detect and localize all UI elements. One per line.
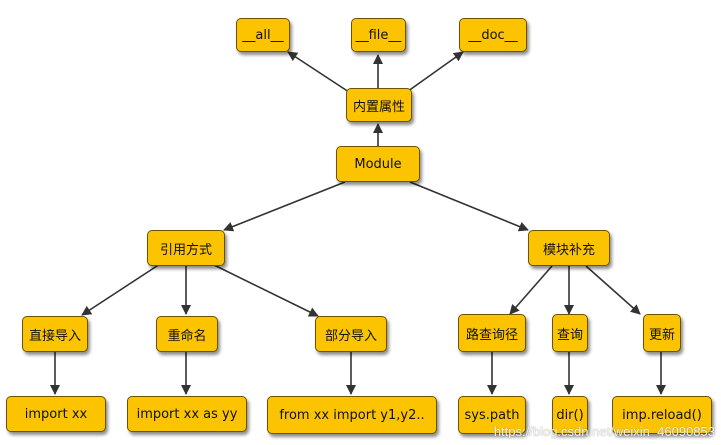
node-import-as: import xx as yy (127, 396, 247, 432)
node-module-supplement: 模块补充 (528, 230, 610, 266)
node-module: Module (336, 146, 420, 182)
edge-module-to-import-methods (223, 181, 346, 232)
edge-import-methods-to-direct (81, 263, 161, 316)
node-query: 查询 (552, 314, 588, 352)
edge-supplement-to-update (585, 265, 641, 315)
edge-module-to-supplement (409, 181, 529, 232)
edge-builtin-to-doc (403, 51, 464, 95)
node-sys-path: sys.path (458, 396, 526, 434)
node-doc: __doc__ (459, 18, 527, 52)
watermark: https://blog.csdn.net/weixin_46090853 (493, 424, 715, 439)
node-update: 更新 (643, 314, 681, 352)
node-file: __file__ (351, 18, 406, 52)
node-imp-reload: imp.reload() (612, 396, 712, 434)
node-builtin-attrs: 内置属性 (346, 88, 412, 122)
node-dir: dir() (552, 396, 588, 434)
edge-import-methods-to-partial (211, 263, 319, 317)
node-path-lookup: 路查询径 (458, 314, 526, 352)
node-from-import: from xx import y1,y2.. (267, 396, 437, 434)
node-direct-import: 直接导入 (22, 316, 88, 352)
node-import-xx: import xx (6, 396, 106, 432)
node-import-methods: 引用方式 (147, 230, 225, 266)
node-partial-import: 部分导入 (315, 316, 387, 352)
edge-supplement-to-path (509, 265, 553, 315)
edge-builtin-to-all (287, 51, 353, 95)
node-rename: 重命名 (156, 316, 218, 352)
node-all: __all__ (236, 18, 290, 52)
